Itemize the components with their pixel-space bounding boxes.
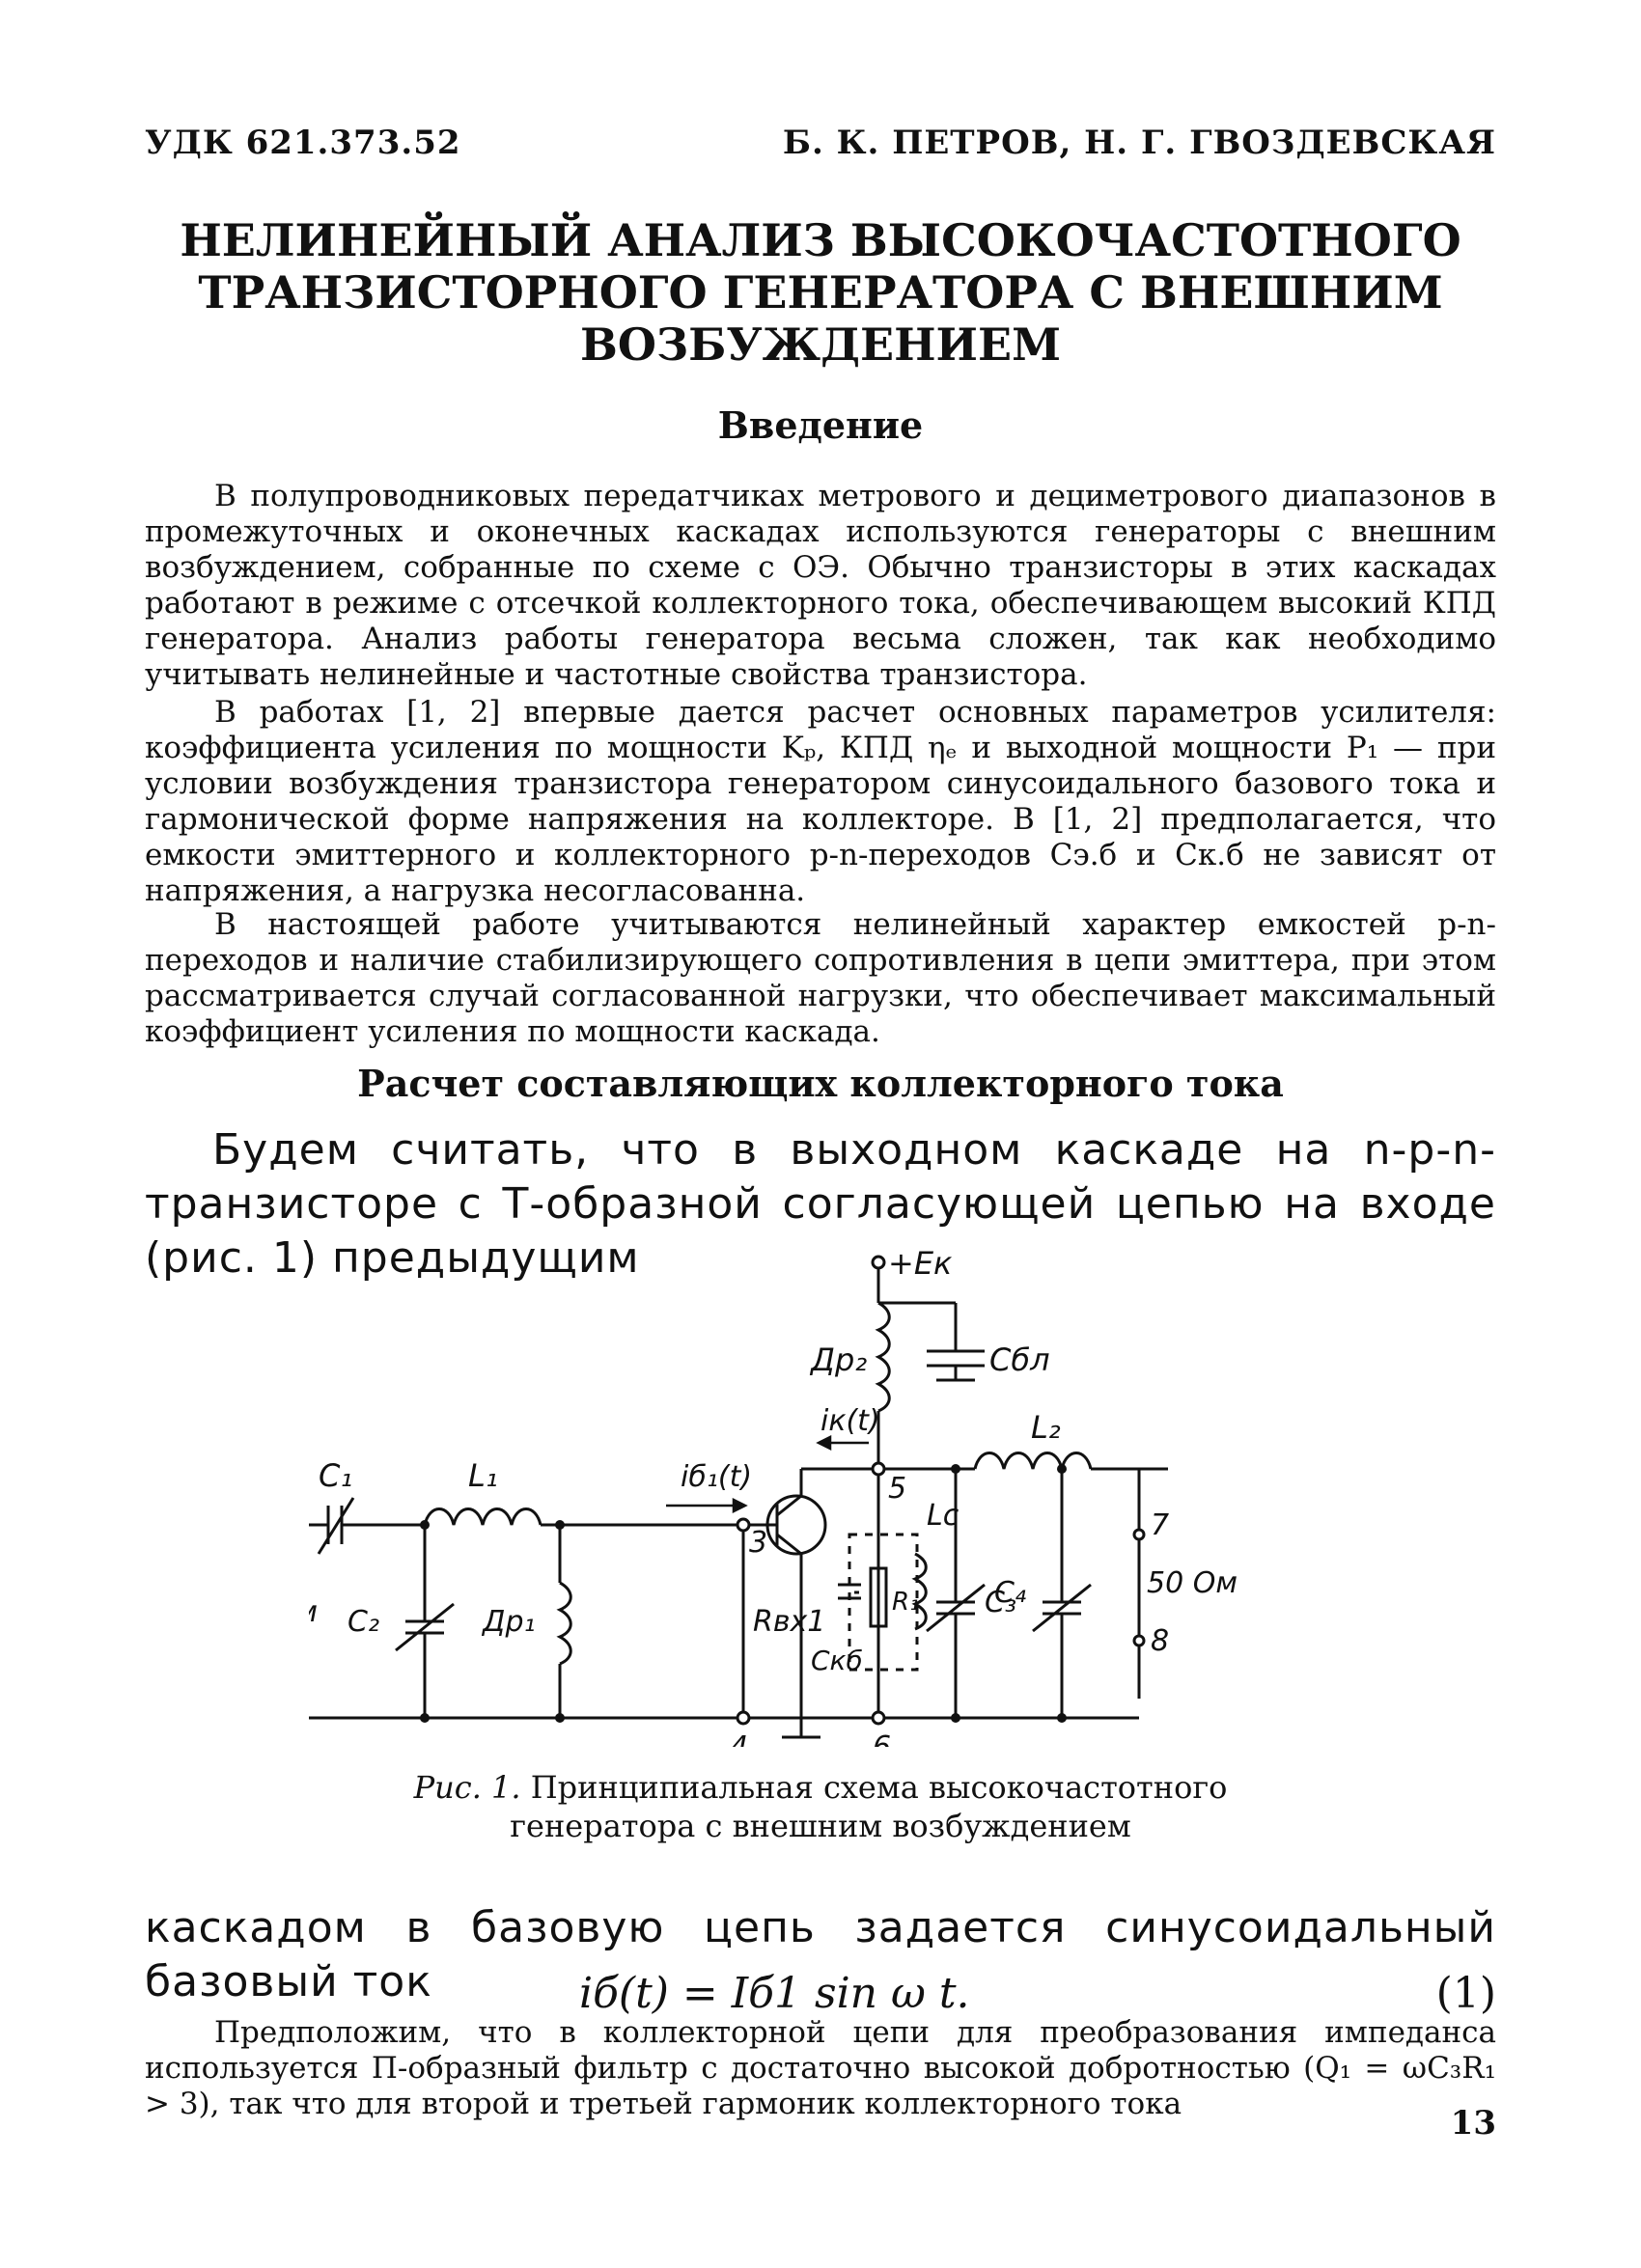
label-l2: L₂	[1031, 1409, 1061, 1446]
title-line-1: НЕЛИНЕЙНЫЙ АНАЛИЗ ВЫСОКОЧАСТОТНОГО	[180, 214, 1461, 266]
authors: Б. К. ПЕТРОВ, Н. Г. ГВОЗДЕВСКАЯ	[782, 124, 1496, 162]
section2-paragraph-text: Будем считать, что в выходном каскаде на…	[145, 1125, 1496, 1283]
label-cbl: Cбл	[989, 1341, 1050, 1378]
equation-number: (1)	[1435, 1969, 1496, 2018]
label-r50-left: 50 Ом	[309, 1595, 318, 1629]
label-c1: C₁	[319, 1457, 352, 1494]
udk-code: УДК 621.373.52	[145, 124, 461, 162]
title-line-3: ВОЗБУЖДЕНИЕМ	[580, 318, 1061, 371]
figure-caption: Рис. 1. Принципиальная схема высокочасто…	[319, 1768, 1322, 1845]
intro-paragraph-1-text: В полупроводниковых передатчиках метрово…	[145, 479, 1496, 692]
label-ckb: Cкб	[811, 1645, 863, 1676]
node-7: 7	[1151, 1508, 1169, 1542]
section-heading-collector-current: Расчет составляющих коллекторного тока	[357, 1062, 1284, 1105]
continuation-paragraph: каскадом в базовую цепь задается синусои…	[145, 1903, 1496, 2006]
title-line-2: ТРАНЗИСТОРНОГО ГЕНЕРАТОРА С ВНЕШНИМ	[198, 266, 1443, 318]
intro-paragraph-3-text: В настоящей работе учитываются нелинейны…	[145, 907, 1496, 1049]
label-r1: R₁	[892, 1588, 920, 1617]
continuation-paragraph-2-text: Предположим, что в коллекторной цепи для…	[145, 2015, 1496, 2121]
intro-paragraph-2-text: В работах [1, 2] впервые дается расчет о…	[145, 695, 1496, 908]
label-ib1: iб₁(t)	[681, 1460, 752, 1494]
label-ek: +Eк	[888, 1245, 953, 1282]
label-r50-right: 50 Ом	[1147, 1566, 1238, 1600]
node-4: 4	[730, 1730, 748, 1747]
intro-paragraph-1: В полупроводниковых передатчиках метрово…	[145, 479, 1496, 693]
node-3: 3	[749, 1526, 767, 1560]
page-number: 13	[1450, 2104, 1496, 2143]
figure-caption-label: Рис. 1.	[413, 1769, 521, 1806]
label-c4: C₄	[994, 1576, 1026, 1610]
intro-paragraph-2: В работах [1, 2] впервые дается расчет о…	[145, 695, 1496, 909]
label-c2: C₂	[348, 1605, 379, 1639]
node-8: 8	[1151, 1624, 1169, 1658]
node-6: 6	[873, 1730, 891, 1747]
node-5: 5	[888, 1472, 906, 1506]
label-c3: C₃	[985, 1586, 1016, 1619]
label-l1: L₁	[468, 1457, 498, 1494]
continuation-paragraph-2: Предположим, что в коллекторной цепи для…	[145, 2015, 1496, 2122]
label-rvx: Rвх1	[753, 1605, 825, 1639]
intro-paragraph-3: В настоящей работе учитываются нелинейны…	[145, 907, 1496, 1050]
label-dr2: Др₂	[809, 1341, 867, 1378]
equation-1: iб(t) = Iб1 sin ω t.	[579, 1969, 970, 2018]
label-lc: Lc	[927, 1499, 960, 1533]
label-ik: iк(t)	[820, 1404, 880, 1438]
figure-caption-text: Принципиальная схема высокочастотного ге…	[510, 1769, 1228, 1844]
section2-paragraph: Будем считать, что в выходном каскаде на…	[145, 1123, 1496, 1286]
section-heading-intro: Введение	[717, 403, 924, 447]
label-dr1: Др₁	[481, 1605, 536, 1639]
circuit-diagram: +Eк Cбл Др₂ iк(t) L₂ C₁ L₁ iб₁(t) 1 2 50…	[309, 1245, 1238, 1747]
